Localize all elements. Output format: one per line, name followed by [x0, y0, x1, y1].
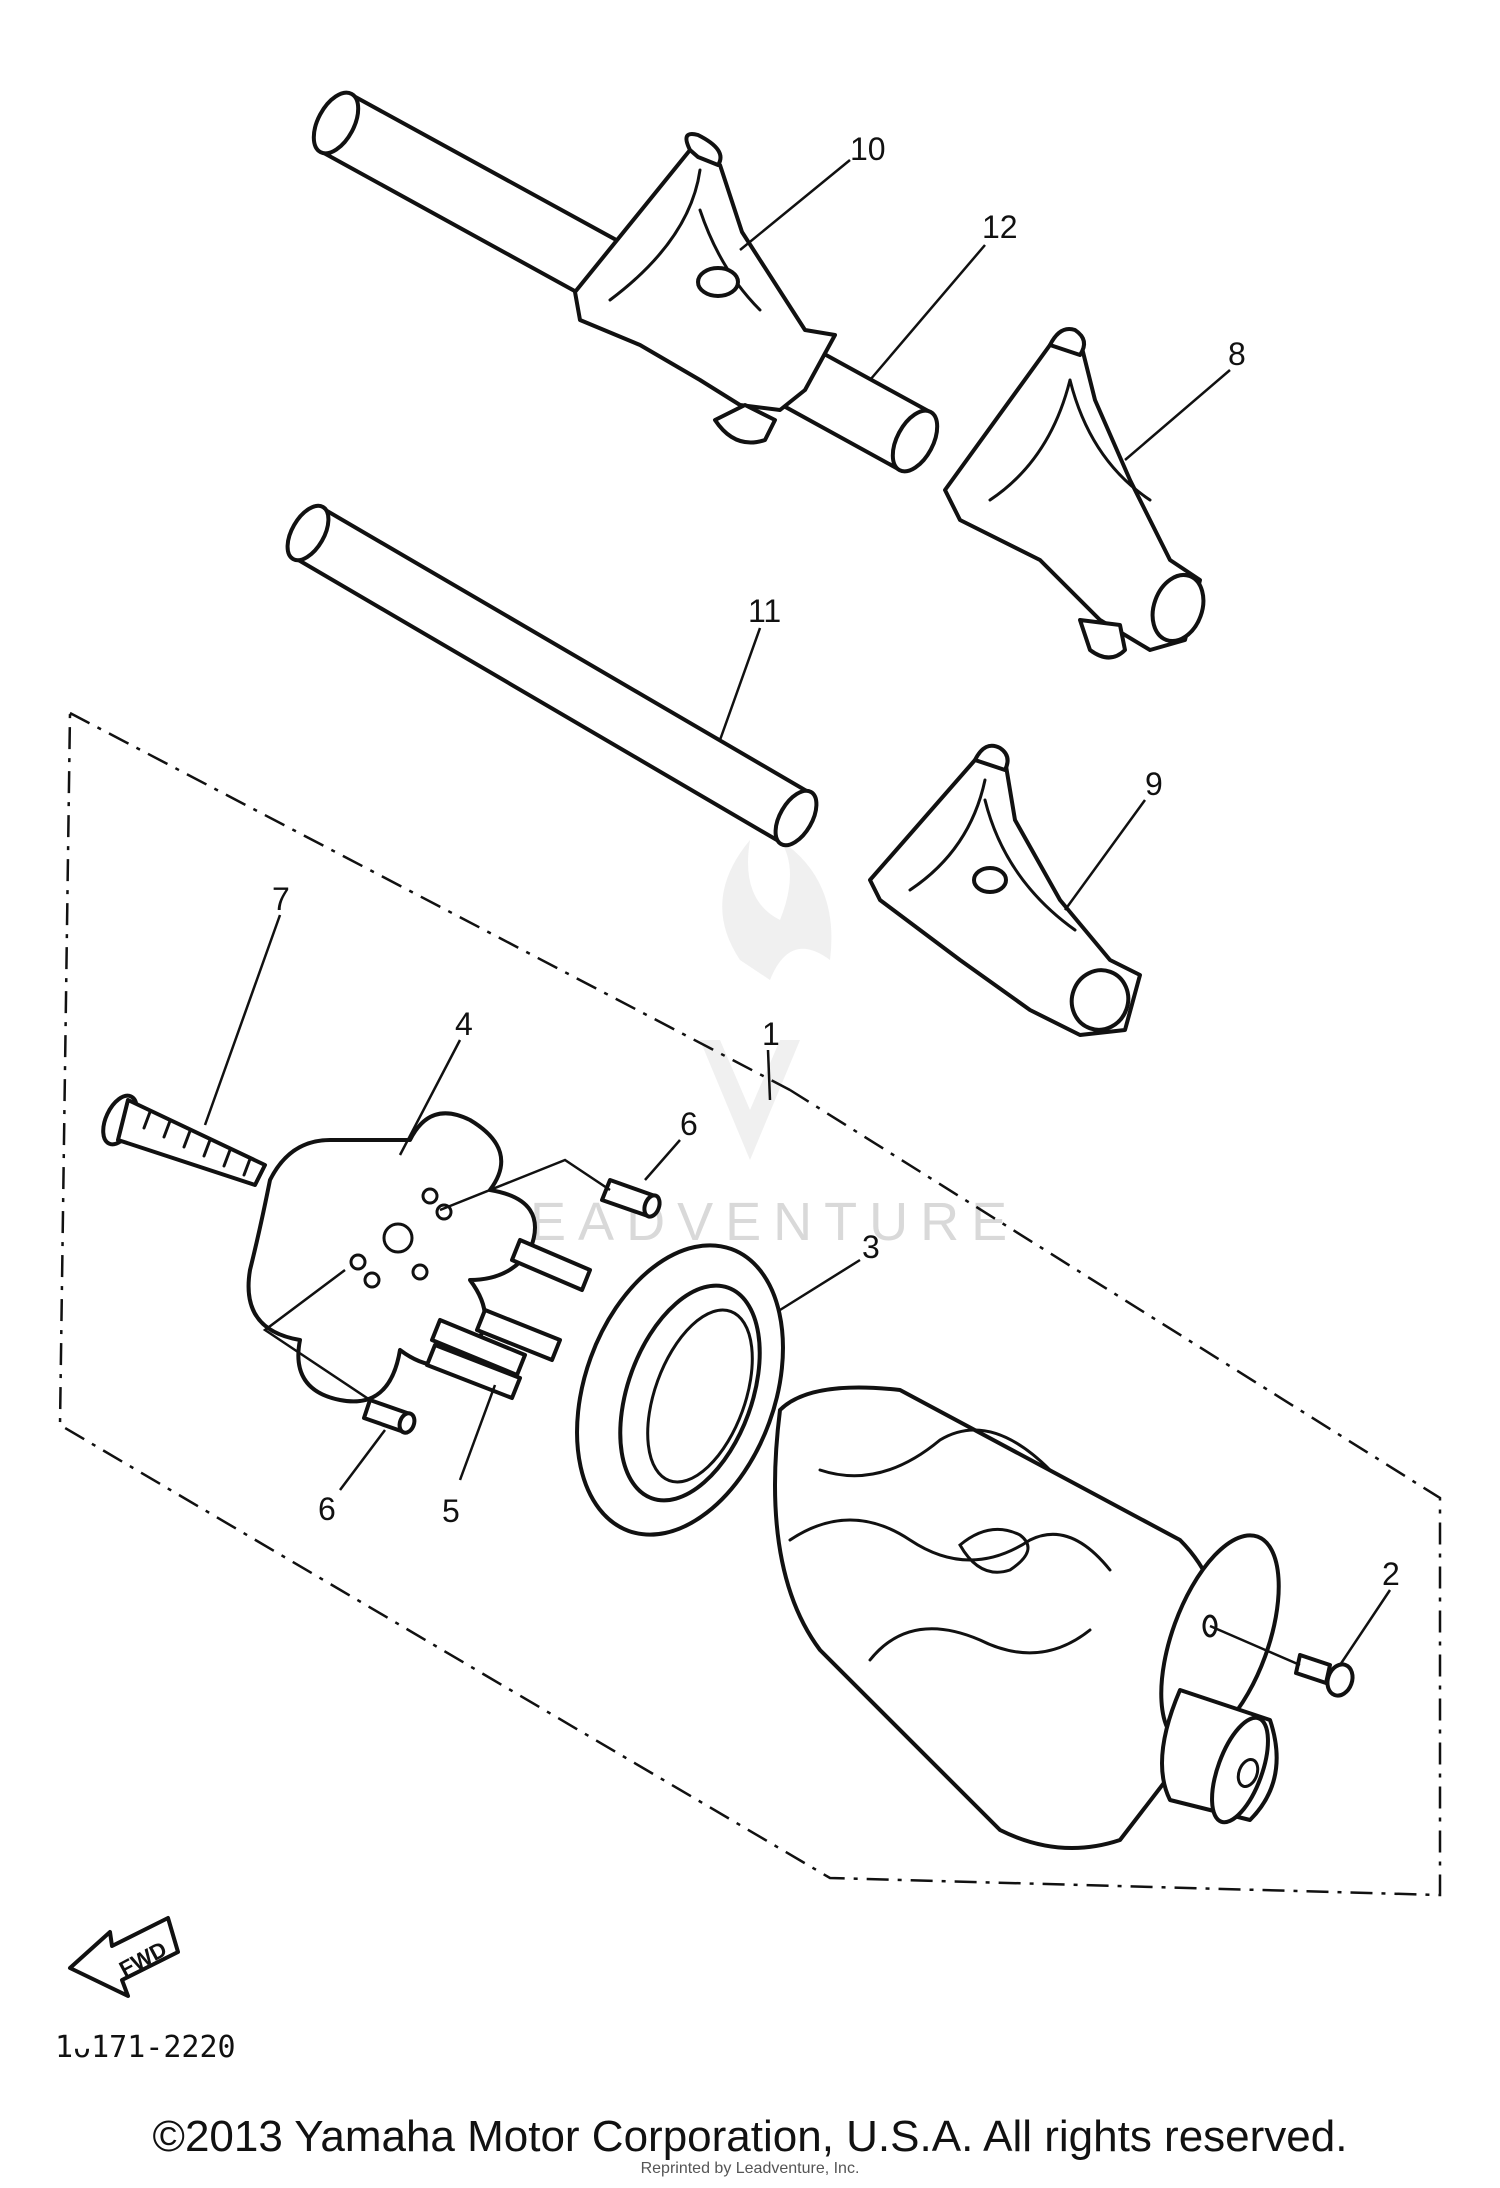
- leader-2: [1338, 1589, 1392, 1666]
- leader-12: [869, 244, 986, 381]
- callout-10: 10: [850, 131, 886, 167]
- leader-10: [739, 159, 851, 251]
- callout-12: 12: [982, 209, 1018, 245]
- leader-7: [203, 914, 282, 1126]
- leader-8: [1124, 369, 1231, 461]
- reprint-note: Reprinted by Leadventure, Inc.: [640, 2160, 860, 2177]
- callout-8: 8: [1228, 336, 1246, 372]
- callout-11: 11: [748, 593, 781, 629]
- part-7-screw: [101, 1093, 267, 1187]
- part-2-screw: [1294, 1653, 1355, 1698]
- shift-drum: [773, 1385, 1281, 1850]
- assembly-boundary: [58, 711, 1442, 1897]
- leader-11: [718, 627, 762, 741]
- leader-4: [398, 1039, 462, 1156]
- part-6-pin-lower: [362, 1398, 417, 1435]
- part-9-shift-fork: [868, 743, 1142, 1037]
- leader-3: [779, 1258, 861, 1312]
- callout-4: 4: [455, 1006, 473, 1042]
- part-6-pin-upper: [600, 1178, 662, 1219]
- callout-6-upper: 6: [680, 1106, 698, 1142]
- part-5-pins: [425, 1238, 592, 1400]
- callout-1: 1: [762, 1016, 780, 1052]
- leader-5: [458, 1384, 497, 1481]
- callout-2: 2: [1382, 1556, 1400, 1592]
- fwd-arrow-icon: FWD: [68, 1916, 180, 1998]
- callout-5: 5: [442, 1493, 460, 1529]
- callout-6-lower: 6: [318, 1491, 336, 1527]
- diagram-code: 1ᴗ171-2220: [55, 2030, 236, 2065]
- copyright-notice: ©2013 Yamaha Motor Corporation, U.S.A. A…: [152, 2112, 1348, 2161]
- watermark-text: LEADVENTURE: [488, 1192, 1019, 1252]
- part-3-bearing: [575, 1243, 785, 1537]
- bracket-4-6: [439, 1158, 611, 1212]
- leader-1: [766, 1049, 772, 1101]
- bracket-4-6-lower: [262, 1269, 371, 1402]
- part-10-shift-fork: [573, 132, 837, 445]
- part-8-shift-fork: [943, 327, 1206, 660]
- callout-7: 7: [272, 881, 290, 917]
- leader-6a: [644, 1139, 681, 1181]
- leadventure-logo: [700, 840, 832, 1160]
- leader-9: [1063, 799, 1147, 911]
- part-11-shift-fork-shaft: [285, 503, 819, 848]
- callout-3: 3: [862, 1229, 880, 1265]
- callout-9: 9: [1145, 766, 1163, 802]
- bracket-2-drum: [1209, 1624, 1301, 1667]
- leader-6b: [339, 1429, 386, 1491]
